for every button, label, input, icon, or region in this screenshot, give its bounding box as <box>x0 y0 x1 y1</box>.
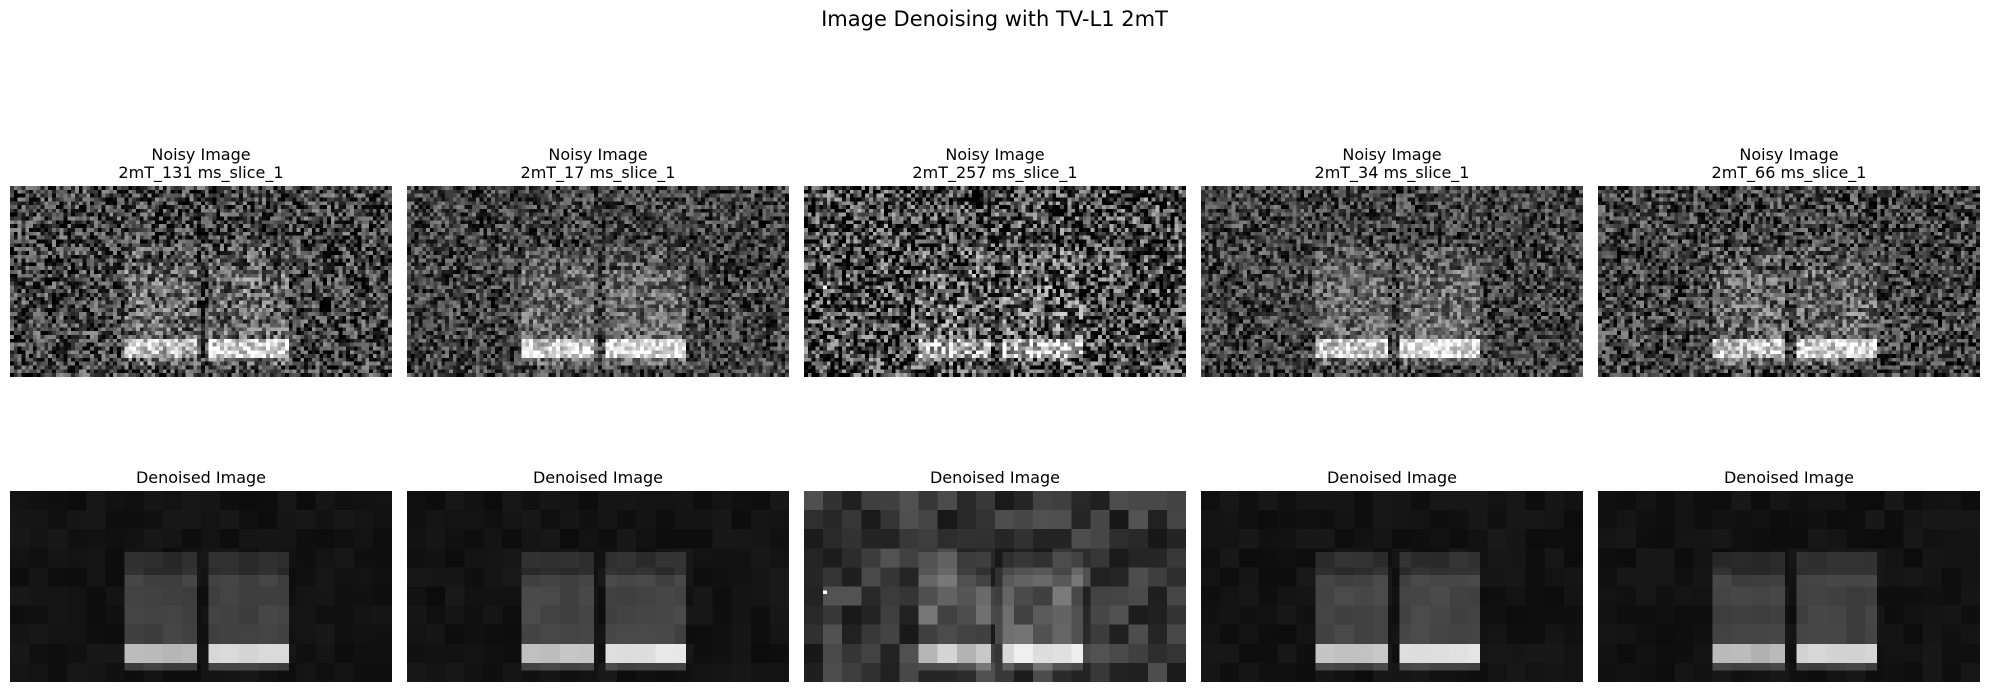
noisy-title: Noisy Image <box>1739 145 1839 164</box>
denoised-panel: Denoised Image <box>407 469 789 682</box>
denoised-panel: Denoised Image <box>1201 469 1583 682</box>
figure-title: Image Denoising with TV-L1 2mT <box>821 7 1168 31</box>
denoised-title: Denoised Image <box>135 468 267 487</box>
slice-label: 2mT_66 ms_slice_1 <box>1711 163 1867 182</box>
slice-label: 2mT_34 ms_slice_1 <box>1314 163 1470 182</box>
denoised-panel: Denoised Image <box>1598 469 1980 682</box>
denoised-image <box>804 491 1186 682</box>
noisy-image <box>10 186 392 377</box>
noisy-title: Noisy Image <box>548 145 648 164</box>
denoised-panel: Denoised Image <box>804 469 1186 682</box>
denoised-image <box>407 491 789 682</box>
noisy-image <box>804 186 1186 377</box>
noisy-image <box>1598 186 1980 377</box>
slice-label: 2mT_131 ms_slice_1 <box>118 163 284 182</box>
denoised-image <box>1201 491 1583 682</box>
slice-label: 2mT_17 ms_slice_1 <box>520 163 676 182</box>
denoised-title: Denoised Image <box>1326 468 1458 487</box>
noisy-image <box>407 186 789 377</box>
noisy-title: Noisy Image <box>945 145 1045 164</box>
noisy-title: Noisy Image <box>151 145 251 164</box>
denoised-title: Denoised Image <box>1723 468 1855 487</box>
slice-label: 2mT_257 ms_slice_1 <box>912 163 1078 182</box>
denoised-image <box>10 491 392 682</box>
denoised-image <box>1598 491 1980 682</box>
denoised-panel: Denoised Image <box>10 469 392 682</box>
noisy-title: Noisy Image <box>1342 145 1442 164</box>
denoised-title: Denoised Image <box>532 468 664 487</box>
denoised-title: Denoised Image <box>929 468 1061 487</box>
noisy-image <box>1201 186 1583 377</box>
